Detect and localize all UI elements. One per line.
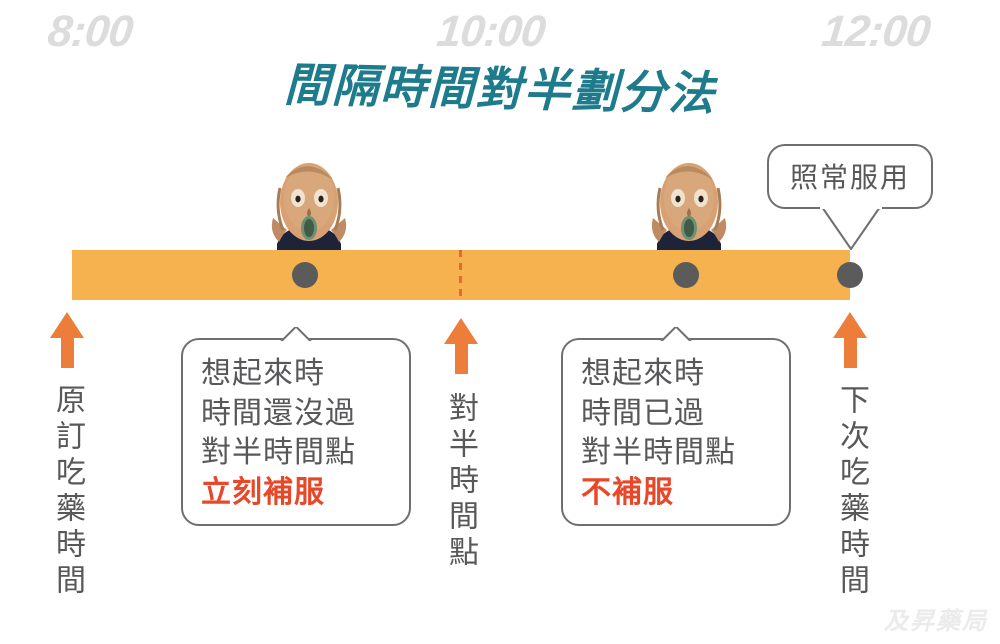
callout-line: 時間還沒過 [201, 396, 356, 430]
speech-bubble-label: 照常服用 [789, 162, 910, 193]
arrow-half-point [444, 318, 478, 374]
next-dose-dot [837, 262, 863, 288]
callout-action: 立刻補服 [201, 475, 325, 509]
speech-bubble-take-as-usual: 照常服用 [767, 144, 933, 209]
watermark: 及昇藥局 [884, 608, 988, 635]
scream-figure-right [645, 158, 733, 266]
caption-next-dose-time: 下次吃藥時間 [835, 384, 868, 600]
time-label-start: 8:00 [45, 7, 135, 56]
time-label-middle: 10:00 [434, 7, 548, 56]
callout-line: 對半時間點 [201, 436, 356, 470]
half-point-dashed-marker [459, 250, 462, 300]
speech-bubble-tail [820, 205, 882, 250]
callout-action: 不補服 [581, 475, 674, 509]
callout-after-half-point: 想起來時 時間已過 對半時間點 不補服 [561, 338, 791, 527]
callout-notch-icon [280, 327, 312, 341]
caption-half-point: 對半時間點 [444, 392, 477, 572]
original-dose-dot [292, 262, 318, 288]
callout-line: 時間已過 [581, 396, 705, 430]
caption-original-dose-time: 原訂吃藥時間 [51, 384, 84, 600]
callout-line: 想起來時 [201, 357, 325, 390]
arrow-next-time [833, 312, 867, 368]
callout-before-half-point: 想起來時 時間還沒過 對半時間點 立刻補服 [181, 338, 411, 527]
callout-line: 對半時間點 [581, 436, 736, 470]
arrow-original-time [50, 312, 84, 368]
missed-dose-dot [673, 262, 699, 288]
page-title: 間隔時間對半劃分法 [283, 58, 717, 120]
callout-notch-icon [660, 327, 692, 341]
time-label-end: 12:00 [819, 7, 933, 56]
callout-line: 想起來時 [581, 357, 705, 390]
